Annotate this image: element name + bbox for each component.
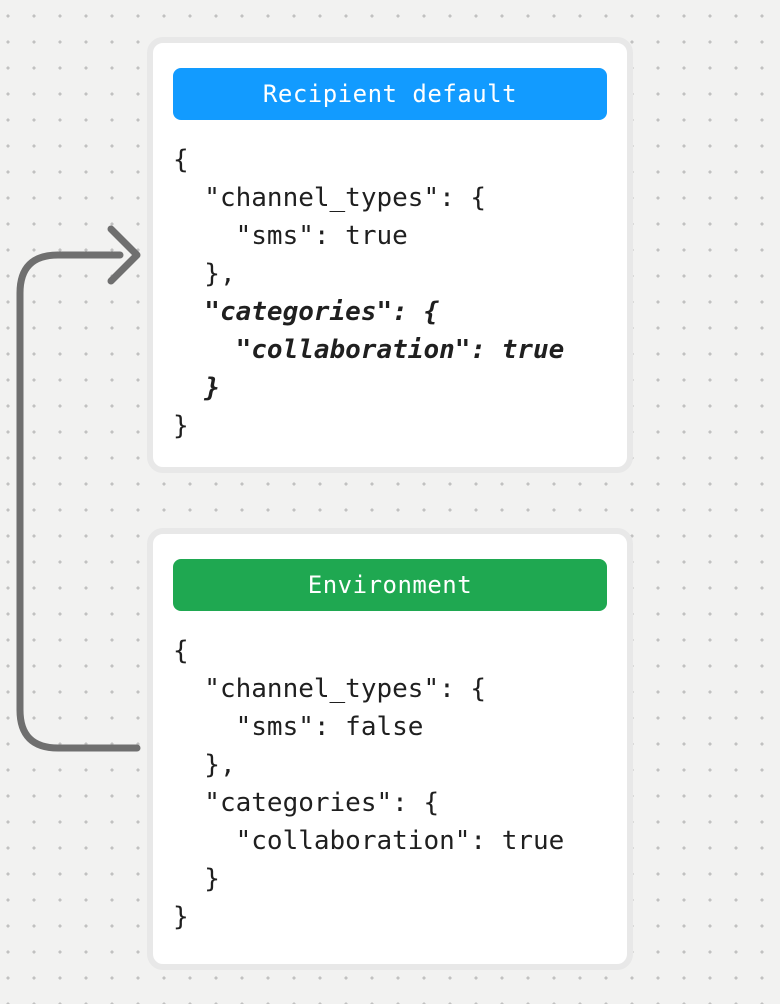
code-line: }, [173, 750, 236, 780]
flow-arrow-head-icon [107, 225, 141, 285]
code-line-emphasized: "collaboration": true [173, 335, 565, 365]
code-line: "channel_types": { [173, 183, 487, 213]
code-line: "sms": false [173, 712, 424, 742]
card-environment: Environment { "channel_types": { "sms": … [147, 528, 633, 970]
card-title: Environment [307, 571, 473, 599]
json-code-block: { "channel_types": { "sms": false }, "ca… [173, 632, 607, 936]
code-line: } [173, 411, 189, 441]
code-line: "categories": { [173, 788, 440, 818]
code-line-emphasized: } [173, 373, 220, 403]
code-line: "channel_types": { [173, 674, 487, 704]
code-line: { [173, 145, 189, 175]
code-line-emphasized: "categories": { [173, 297, 440, 327]
code-line: } [173, 902, 189, 932]
card-header-recipient-default: Recipient default [173, 68, 607, 120]
flow-arrow-line [16, 251, 141, 752]
code-line: "collaboration": true [173, 826, 565, 856]
code-line: }, [173, 259, 236, 289]
card-title: Recipient default [262, 80, 518, 108]
card-recipient-default: Recipient default { "channel_types": { "… [147, 37, 633, 473]
card-header-environment: Environment [173, 559, 607, 611]
code-line: "sms": true [173, 221, 408, 251]
code-line: } [173, 864, 220, 894]
code-line: { [173, 636, 189, 666]
json-code-block: { "channel_types": { "sms": true }, "cat… [173, 141, 607, 445]
